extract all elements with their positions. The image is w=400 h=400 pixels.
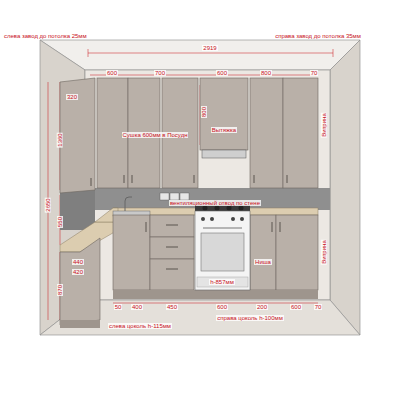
dimension-label: Витрина — [321, 112, 327, 137]
dimension-label: справа завод до потолка 35мм — [274, 33, 362, 39]
dimension-label: 70 — [310, 70, 319, 76]
dimension-label: вентиляционный отвод по стене — [169, 200, 261, 206]
dimension-label: 800 — [260, 70, 272, 76]
dimension-label: 600 — [216, 70, 228, 76]
dimension-label: 600 — [106, 70, 118, 76]
dimension-label: 2919 — [202, 45, 217, 51]
dimension-label: 550 — [57, 216, 63, 228]
dimension-label: 320 — [66, 94, 78, 100]
dimension-label: 870 — [57, 284, 63, 296]
dimension-label: 2650 — [45, 197, 51, 212]
dimension-label: 700 — [154, 70, 166, 76]
dimension-label: 1360 — [57, 132, 63, 147]
dimension-label: Вытяжка — [211, 127, 237, 133]
dimension-label: 420 — [72, 269, 84, 275]
dimension-label: 440 — [72, 259, 84, 265]
dimension-label: 600 — [216, 304, 228, 310]
dimension-label: 400 — [131, 304, 143, 310]
dimension-label: 50 — [114, 304, 123, 310]
dimension-label: 200 — [256, 304, 268, 310]
dimension-label: Сушка 600мм в Посудн — [122, 132, 189, 138]
dimension-label: 70 — [314, 304, 323, 310]
dimension-label: Витрина — [321, 239, 327, 264]
dimension-label: 800 — [201, 106, 207, 118]
dimension-label: h-857мм — [209, 279, 235, 285]
dimension-label: слева завод до потолка 25мм — [3, 33, 88, 39]
dimension-label: слева цоколь h-115мм — [108, 323, 172, 329]
dimension-label: 600 — [290, 304, 302, 310]
dimension-label: справа цоколь h-100мм — [216, 315, 284, 321]
dimension-label: Ниша — [254, 259, 272, 265]
dimension-label: 450 — [166, 304, 178, 310]
